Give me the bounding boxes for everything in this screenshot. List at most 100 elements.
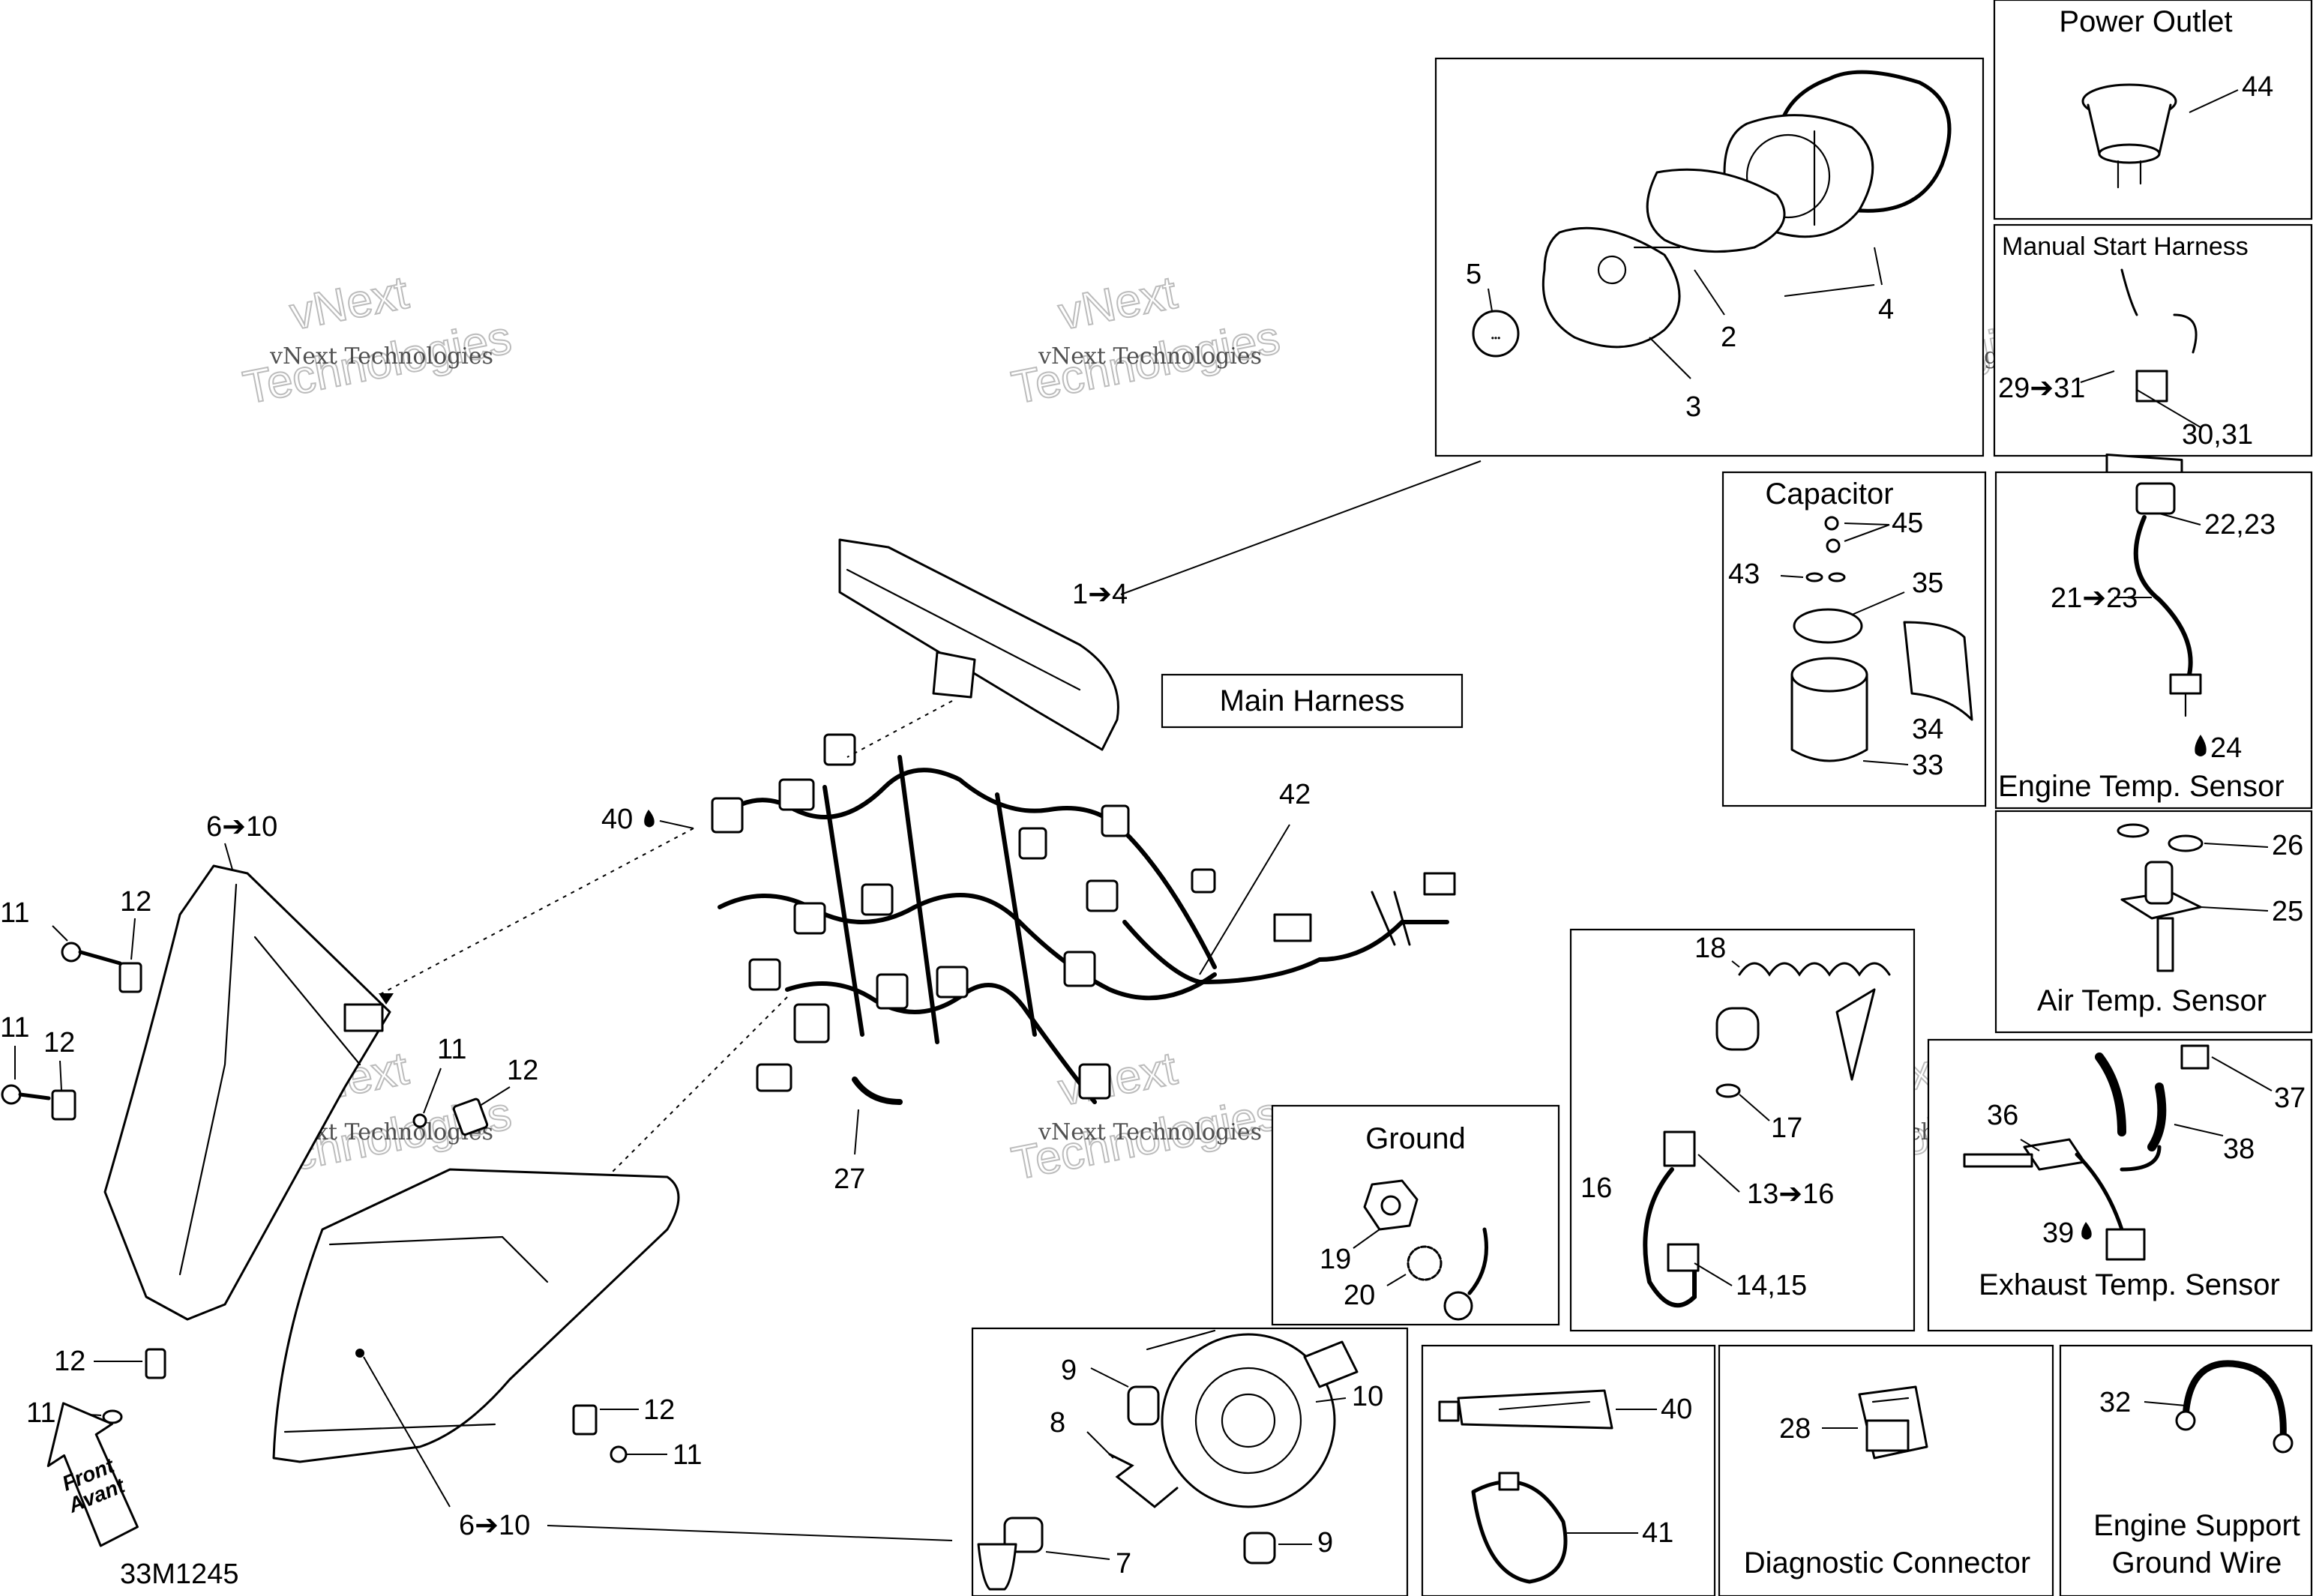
- ground-parts: [1363, 1179, 1488, 1321]
- panel-air-temp-sensor: 26 25 Air Temp. Sensor: [1994, 810, 2313, 1034]
- panel-frame: [1421, 1344, 1716, 1596]
- panel-frame: [2059, 1344, 2313, 1596]
- callout: 11: [26, 1397, 55, 1429]
- main-harness-title: Main Harness: [1220, 684, 1405, 717]
- cluster-lens: [1646, 168, 1786, 253]
- drawing-number: 33M1245: [120, 1559, 238, 1590]
- panel-title: Air Temp. Sensor: [2037, 984, 2267, 1017]
- callout: 4: [1878, 294, 1894, 325]
- callout: 44: [2242, 71, 2273, 103]
- panel-title: Ground: [1365, 1122, 1465, 1155]
- panel-tether-switch: 18 17 16 13➔16 14,15: [1569, 928, 1916, 1332]
- fasteners: [1, 942, 628, 1463]
- panel-title-line1: Engine Support: [2093, 1509, 2300, 1542]
- callout: 17: [1771, 1112, 1802, 1144]
- callout: 36: [1987, 1100, 2018, 1131]
- callout: 40: [1661, 1394, 1692, 1425]
- callout: 26: [2272, 830, 2303, 861]
- callout: 22,23: [2204, 509, 2276, 540]
- callout: 21➔23: [2051, 582, 2138, 614]
- callout: 2: [1721, 322, 1736, 353]
- callout: 42: [1279, 779, 1311, 810]
- callout: 28: [1779, 1413, 1811, 1445]
- callout: 12: [643, 1394, 675, 1426]
- watermark-big: vNext: [1054, 267, 1181, 340]
- watermark-big: vNext: [1054, 1043, 1181, 1116]
- callout: 27: [834, 1163, 865, 1195]
- panel-power-outlet: Power Outlet 44: [1993, 0, 2313, 220]
- exhaust-temp-sensor-part: [1963, 1044, 2210, 1261]
- panel-title: Diagnostic Connector: [1744, 1547, 2030, 1580]
- callout: 41: [1642, 1517, 1673, 1549]
- callout: 32: [2099, 1387, 2131, 1418]
- panel-frame: [1718, 1344, 2054, 1596]
- callout: 45: [1892, 508, 1923, 539]
- callout: 10: [1352, 1381, 1383, 1412]
- panel-frame: [1993, 223, 2313, 457]
- tether-parts: [1643, 962, 1891, 1308]
- panel-gauge-cluster: ••• 5 2 4 3: [1434, 57, 1985, 457]
- gauge-cluster-assembly: [838, 538, 1119, 751]
- callout: 6➔10: [206, 811, 277, 843]
- headlight-housing: [103, 864, 391, 1321]
- watermark-small: vNext Technologies: [1038, 1119, 1262, 1145]
- panel-frame: [1569, 928, 1916, 1332]
- callout: 37: [2274, 1082, 2306, 1114]
- panel-manual-start-harness: Manual Start Harness 29➔31 30,31: [1993, 223, 2313, 558]
- front-direction-arrow: Front Avant: [46, 1402, 139, 1547]
- callout: 12: [54, 1346, 85, 1377]
- callout: 11: [0, 897, 29, 929]
- ground-wire-part: [2175, 1360, 2294, 1454]
- callout: 25: [2272, 896, 2303, 927]
- callout: 3: [1685, 391, 1701, 423]
- callout: 5: [1466, 259, 1482, 290]
- panel-capacitor: Capacitor 45 43 35 34 33: [1721, 471, 1987, 807]
- engine-temp-sensor-part: [2133, 482, 2202, 717]
- clamp-part: [1471, 1472, 1568, 1584]
- panel-engine-ground-wire: 32 Engine Support Ground Wire: [2059, 1344, 2313, 1596]
- power-outlet-part: [2081, 83, 2177, 189]
- panel-title-line2: Ground Wire: [2112, 1547, 2282, 1580]
- callout: 12: [120, 886, 151, 918]
- panel-title: Capacitor: [1765, 478, 1893, 511]
- headlight-lens: [272, 1168, 680, 1463]
- callout: 19: [1320, 1244, 1351, 1275]
- panel-headlamp-bulb: 9 10 8 7 9: [971, 1327, 1409, 1596]
- label-frame: [1161, 673, 1464, 729]
- panel-engine-temp-sensor: 22,23 21➔23 24 Engine Temp. Sensor: [1994, 471, 2313, 810]
- cluster-badge: •••: [1472, 310, 1520, 358]
- callout: 1➔4: [1072, 579, 1128, 610]
- callout: 8: [1050, 1407, 1065, 1439]
- callout: 38: [2223, 1133, 2255, 1165]
- callout: 16: [1580, 1172, 1612, 1204]
- panel-title: Engine Temp. Sensor: [1998, 770, 2285, 803]
- callout: 24: [2210, 732, 2242, 764]
- callout: 7: [1116, 1548, 1131, 1580]
- callout: 18: [1694, 933, 1726, 964]
- callout: 30,31: [2182, 419, 2253, 451]
- callout: 6➔10: [459, 1510, 530, 1541]
- watermark-small: vNext Technologies: [269, 343, 493, 370]
- callout: 40: [601, 804, 633, 835]
- callout: 9: [1061, 1355, 1077, 1386]
- callout: 35: [1912, 567, 1943, 599]
- callout: 9: [1317, 1527, 1333, 1559]
- callout: 34: [1912, 714, 1943, 745]
- harness-connectors: [711, 733, 1216, 1100]
- callout: 20: [1344, 1280, 1375, 1311]
- callout: 29➔31: [1998, 373, 2085, 404]
- panel-frame: [1994, 471, 2313, 810]
- main-harness-label: Main Harness: [1161, 673, 1464, 729]
- main-assembly: 1➔4: [374, 460, 1482, 1200]
- panel-frame: [1271, 1104, 1560, 1326]
- diagnostic-connector-part: [1858, 1385, 1928, 1460]
- main-harness: [718, 755, 1456, 1105]
- headlamp-parts: [977, 1329, 1359, 1591]
- callout: 13➔16: [1747, 1178, 1834, 1210]
- panel-diagnostic-connector: 28 Diagnostic Connector: [1718, 1344, 2054, 1596]
- panel-grease-clamp: 40 41: [1421, 1344, 1716, 1596]
- capacitor-part: [1790, 516, 1973, 762]
- svg-text:•••: •••: [1491, 333, 1501, 343]
- callout: 43: [1728, 558, 1760, 590]
- callout: 39: [2042, 1217, 2074, 1249]
